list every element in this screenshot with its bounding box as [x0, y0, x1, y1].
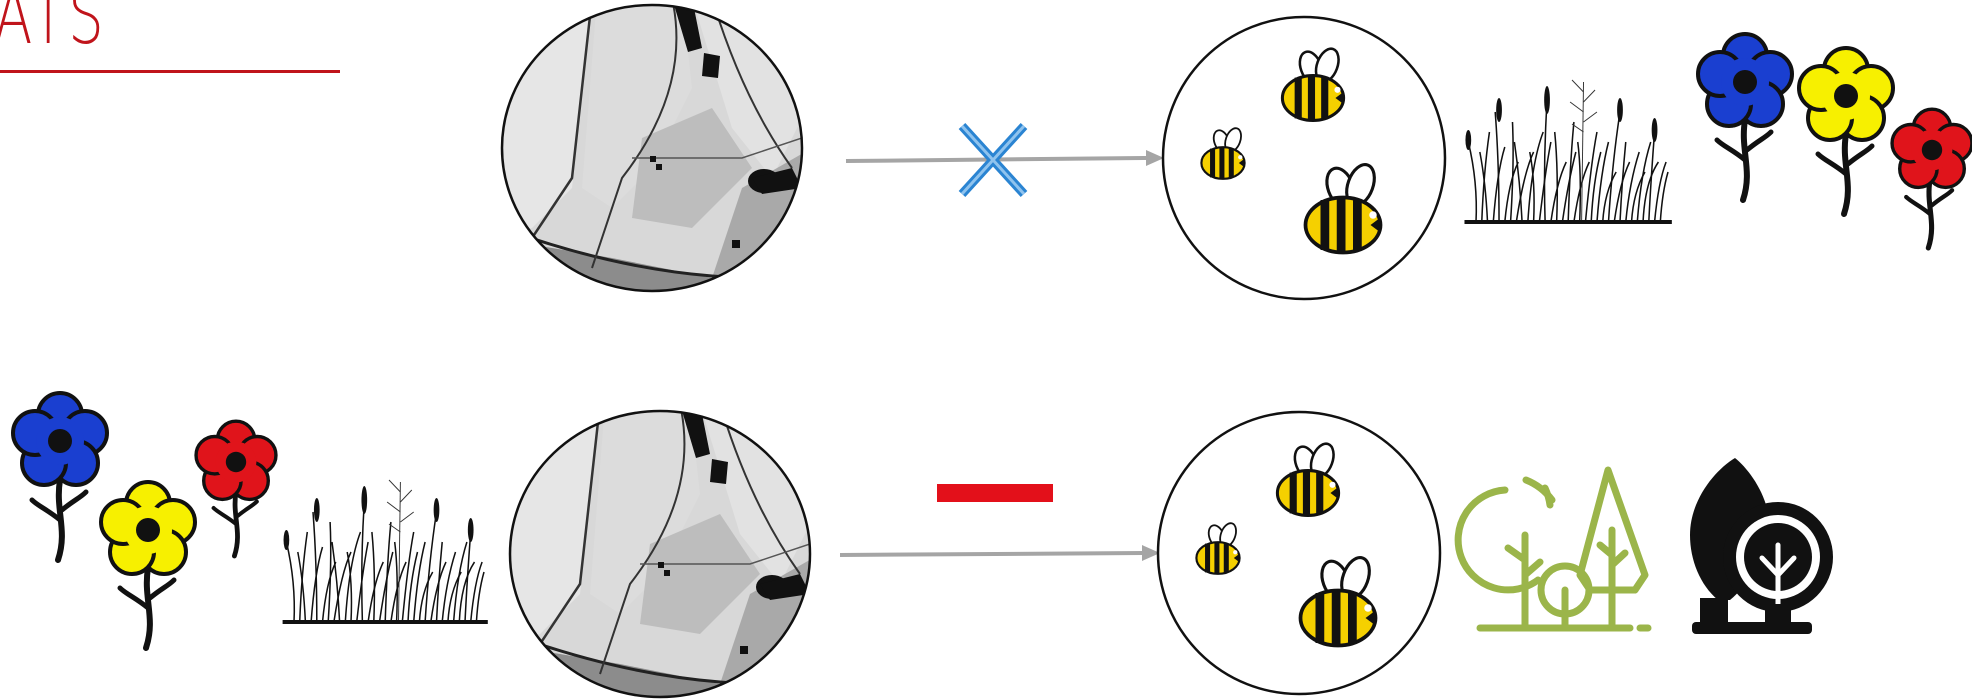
bee-circle-2: [1156, 410, 1442, 696]
grass-icon-2: [281, 479, 489, 625]
page-title: ATS: [0, 0, 107, 62]
landscape-map-2: [508, 409, 812, 699]
title-underline: [0, 70, 340, 73]
arrow-2: [839, 545, 1160, 561]
black-tree-icon: [1690, 458, 1833, 634]
flowers-icon-2: [11, 391, 278, 648]
cross-icon: [958, 122, 1028, 198]
landscape-map-1: [500, 3, 804, 293]
minus-icon: [937, 484, 1053, 502]
grass-icon-1: [1463, 79, 1673, 225]
bee-circle-1: [1161, 15, 1447, 301]
green-trees-icon: [1454, 466, 1652, 632]
flowers-icon-1: [1696, 32, 1972, 248]
